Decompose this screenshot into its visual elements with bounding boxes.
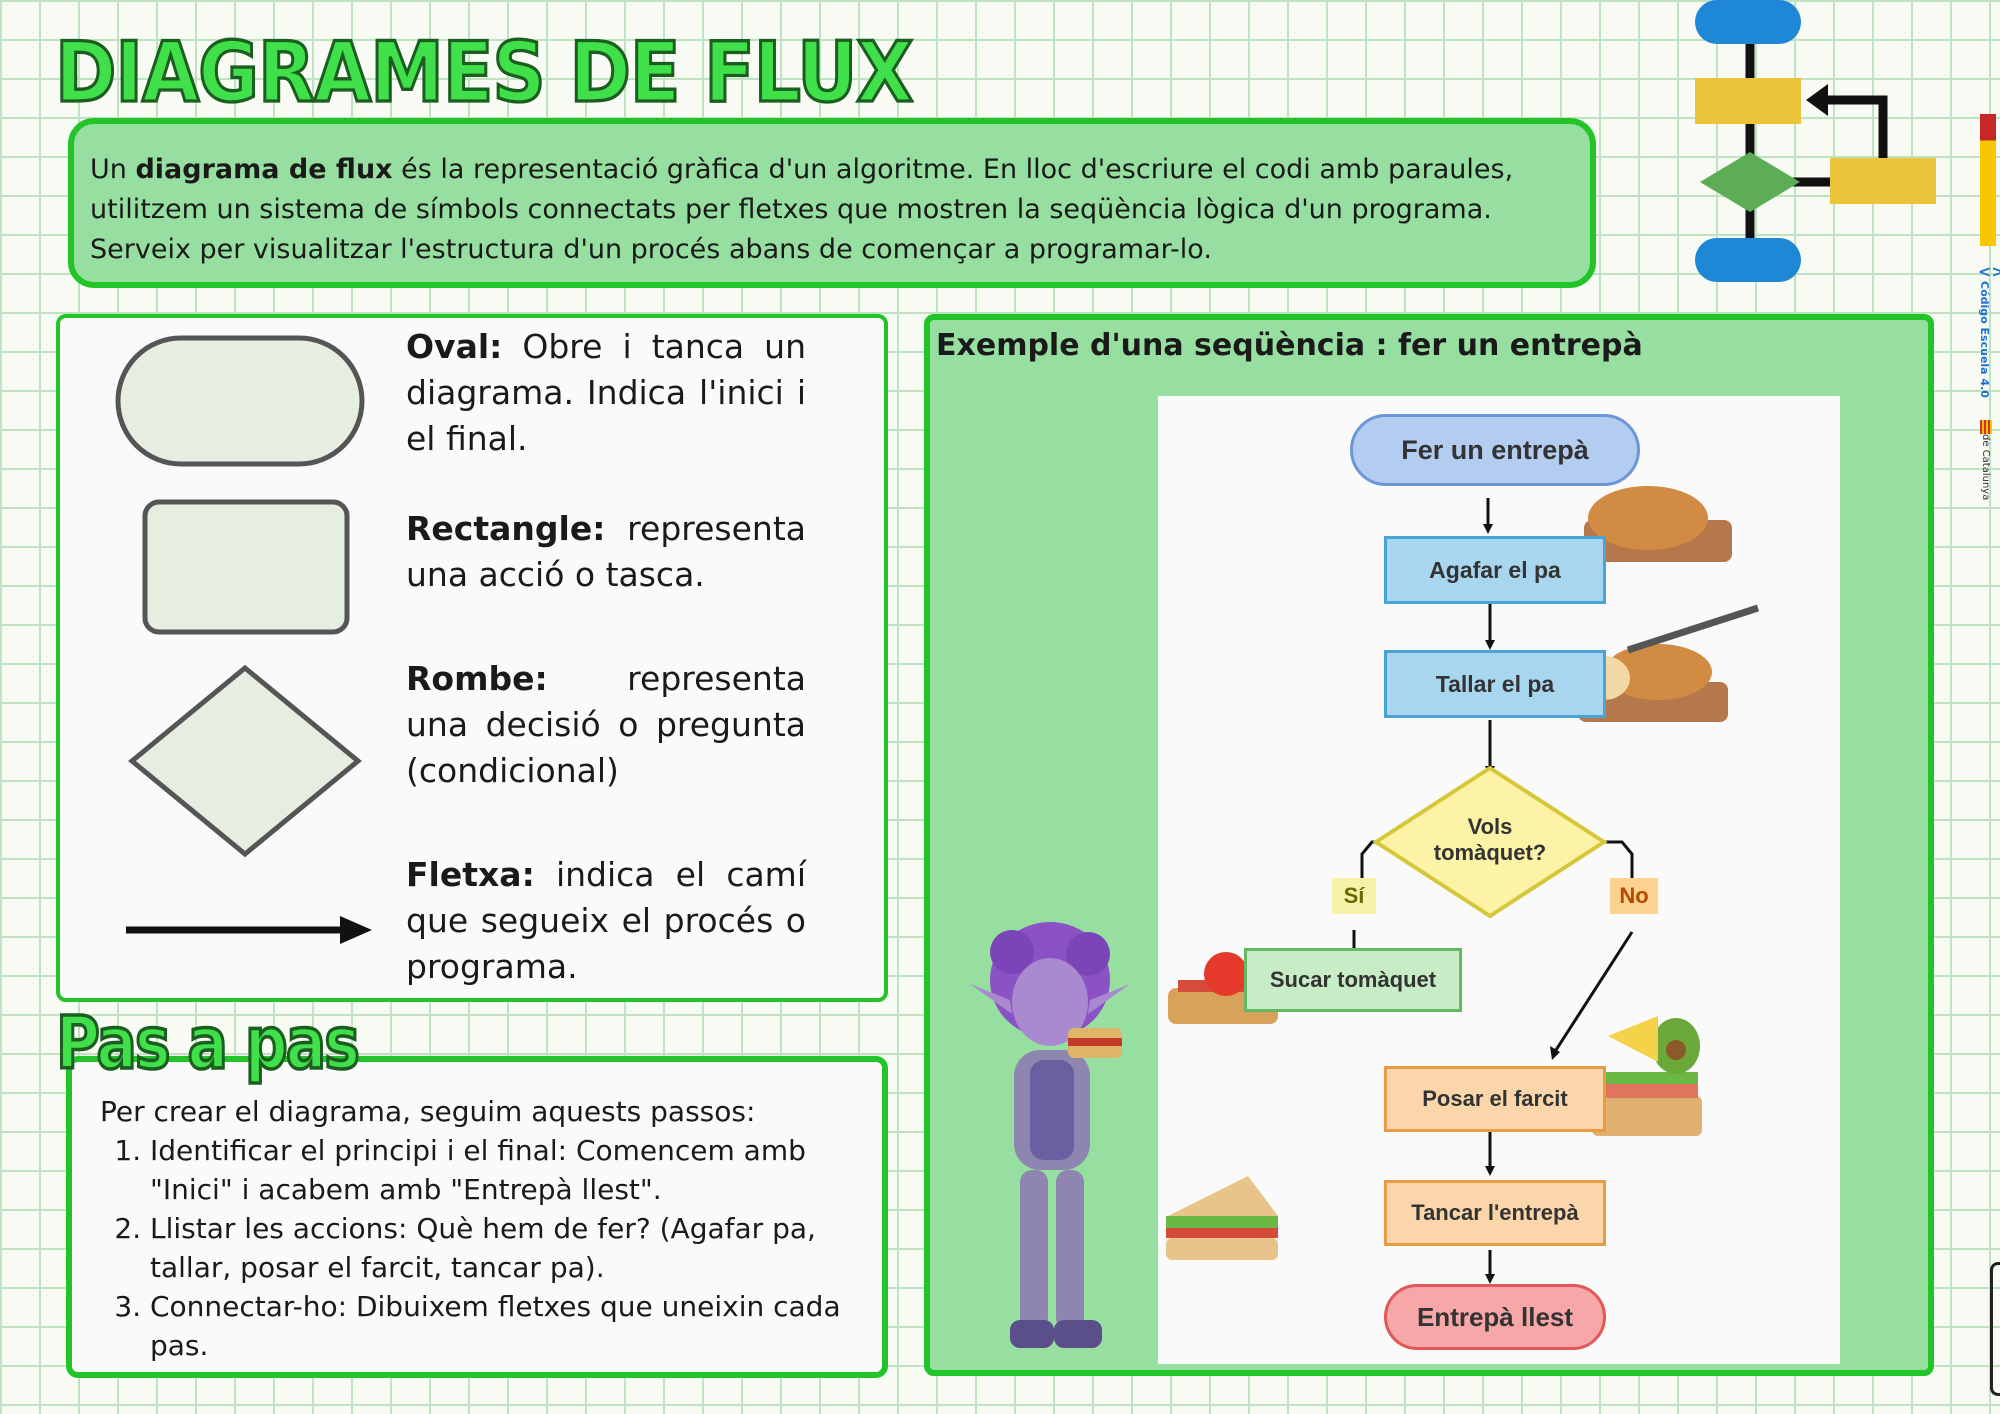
start-node: Fer un entrepà [1350,414,1640,486]
steps-intro: Per crear el diagrama, seguim aquests pa… [100,1095,756,1128]
diamond-shape-icon [128,664,362,858]
codigo-escuela-logo: <> Código Escuela 4.0 [1978,262,2000,398]
yes-label: Sí [1332,878,1376,914]
oval-shape-icon [115,335,365,467]
code-brackets-icon: <> [1978,262,2000,281]
list-item: Connectar-ho: Dibuixem fletxes que uneix… [150,1287,856,1365]
senyera-icon [1980,420,1992,434]
bread-illustration [1584,486,1732,562]
rectangle-shape-icon [142,499,350,635]
character-illustration [970,922,1130,1348]
intro-term: diagrama de flux [135,154,393,185]
list-item: Identificar el principi i el final: Come… [150,1131,856,1209]
step-take-bread: Agafar el pa [1384,536,1606,604]
sandwich-flowchart: Fer un entrepà Agafar el pa Tallar el pa… [1158,396,1840,1364]
filling-illustration [1592,1016,1702,1136]
ministry-logo [1980,114,1996,246]
diamond-description: Rombe: representa una decisió o pregunta… [406,659,806,790]
list-item: Llistar les accions: Què hem de fer? (Ag… [150,1209,856,1287]
cut-bread-illustration [1578,604,1760,722]
generalitat-logo: de Catalunya [1980,420,1998,512]
flowchart-logo-icon [1695,0,1936,282]
loop-icons [1990,1262,2000,1396]
step-filling: Posar el farcit [1384,1066,1606,1132]
page-title: DIAGRAMES DE FLUX [53,23,914,123]
steps-list: Identificar el principi i el final: Come… [100,1131,856,1365]
shapes-legend-panel: Oval: Obre i tanca un diagrama. Indica l… [56,314,888,1002]
arrow-shape-icon [126,916,372,944]
steps-title: Pas a pas [55,1000,362,1088]
step-close: Tancar l'entrepà [1384,1180,1606,1246]
decision-node: Vols tomàquet? [1433,814,1547,865]
flowchart-connectors [1166,486,1760,1284]
intro-box: Un diagrama de flux és la representació … [68,118,1596,288]
no-label: No [1610,878,1658,914]
step-cut-bread: Tallar el pa [1384,650,1606,718]
arrow-description: Fletxa: indica el camí que segueix el pr… [406,855,806,986]
end-node: Entrepà llest [1384,1284,1606,1350]
sandwich-illustration [1166,1176,1278,1260]
oval-description: Oval: Obre i tanca un diagrama. Indica l… [406,327,806,458]
example-title: Exemple d'una seqüència : fer un entrepà [936,328,1643,363]
steps-box: Per crear el diagrama, seguim aquests pa… [66,1056,888,1378]
rectangle-description: Rectangle: representa una acció o tasca. [406,509,806,594]
step-tomato: Sucar tomàquet [1244,948,1462,1012]
